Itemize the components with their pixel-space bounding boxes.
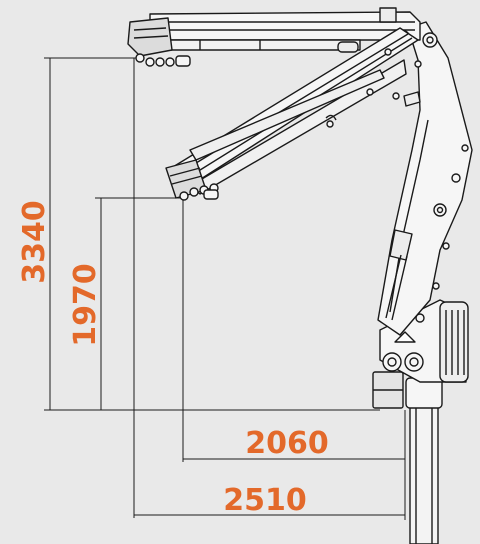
dim-label-2510: 2510 (223, 483, 307, 518)
dimension-lines (44, 57, 406, 520)
crane-joint-details (384, 48, 421, 107)
crane-main-boom (377, 21, 473, 336)
dim-label-3340: 3340 (17, 200, 52, 284)
crane-upper-boom-folded (165, 27, 419, 201)
dim-label-1970: 1970 (68, 263, 103, 347)
crane-column (372, 371, 443, 544)
crane-diagram (127, 7, 473, 544)
dim-label-2060: 2060 (245, 426, 329, 461)
